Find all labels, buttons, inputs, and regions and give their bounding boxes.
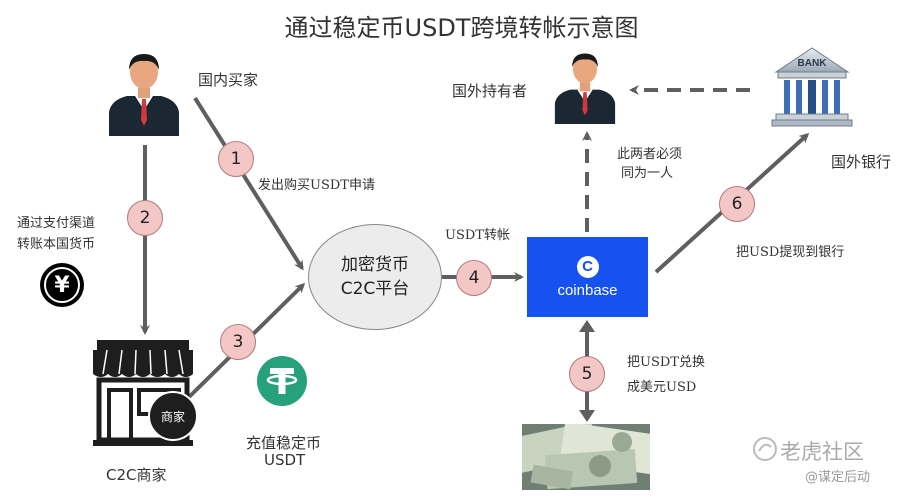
domestic-buyer-person-icon bbox=[109, 54, 179, 136]
merchant-badge: 商家 bbox=[148, 391, 198, 441]
coinbase-logo-icon: C bbox=[576, 255, 599, 278]
platform-label-line2: C2C平台 bbox=[340, 279, 410, 299]
arrow-buyer-to-platform bbox=[193, 96, 304, 271]
step-5-label-line1: 把USDT兑换 bbox=[627, 355, 705, 370]
coinbase-wordmark: coinbase bbox=[557, 281, 618, 299]
step-3-label-line1: 充值稳定币 bbox=[246, 434, 322, 452]
diagram-title: 通过稳定币USDT跨境转帐示意图 bbox=[284, 14, 639, 42]
watermark-logo-icon bbox=[753, 437, 777, 461]
step-6-circle: 6 bbox=[719, 186, 755, 222]
foreign-bank-label: 国外银行 bbox=[831, 153, 892, 171]
us-dollar-bills-image bbox=[522, 424, 650, 490]
step-4-label: USDT转帐 bbox=[445, 228, 510, 243]
coinbase-exchange: C coinbase bbox=[527, 237, 648, 317]
bank-sign-text: BANK bbox=[797, 58, 827, 69]
arrowhead-up-coinbase bbox=[579, 320, 595, 332]
step-2-circle: 2 bbox=[127, 200, 163, 236]
yuan-currency-icon: ¥ bbox=[40, 263, 84, 307]
yuan-symbol: ¥ bbox=[44, 267, 80, 303]
step-4-circle: 4 bbox=[456, 260, 492, 296]
step-2-label-line1: 通过支付渠道 bbox=[17, 216, 96, 231]
foreign-holder-label: 国外持有者 bbox=[452, 82, 528, 100]
c2c-merchant-label: C2C商家 bbox=[106, 466, 167, 484]
bank-icon: BANK bbox=[770, 42, 854, 128]
platform-label-line1: 加密货币 bbox=[341, 255, 409, 275]
foreign-holder-person-icon bbox=[554, 53, 616, 124]
step-1-label: 发出购买USDT申请 bbox=[258, 178, 375, 193]
step-6-label: 把USD提现到银行 bbox=[736, 245, 845, 260]
watermark-text: 老虎社区 bbox=[780, 440, 864, 464]
arrowhead-down-money bbox=[579, 410, 595, 422]
watermark-subtext: @谋定后动 bbox=[805, 470, 871, 485]
step-2-label-line2: 转账本国货币 bbox=[17, 237, 96, 252]
crypto-c2c-platform: 加密货币 C2C平台 bbox=[308, 224, 442, 330]
domestic-buyer-label: 国内买家 bbox=[198, 71, 259, 89]
same-person-note-line2: 同为一人 bbox=[621, 166, 674, 181]
step-5-circle: 5 bbox=[569, 356, 605, 392]
same-person-note-line1: 此两者必须 bbox=[617, 147, 683, 162]
tether-usdt-icon bbox=[257, 356, 307, 406]
step-3-label-line2: USDT bbox=[264, 451, 306, 469]
step-1-circle: 1 bbox=[218, 141, 254, 177]
step-5-label-line2: 成美元USD bbox=[627, 380, 697, 395]
c2c-merchant-shop-icon: 商家 bbox=[93, 338, 198, 450]
step-3-circle: 3 bbox=[220, 324, 256, 360]
